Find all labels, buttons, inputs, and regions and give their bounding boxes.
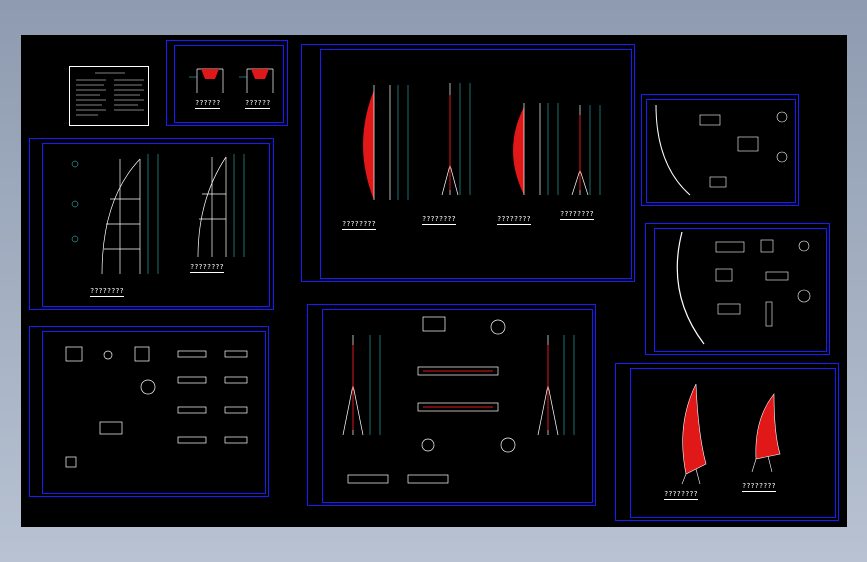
sail-3d-drawing [681,383,781,485]
center-elevation-drawing [363,83,601,200]
left-elevation-caption-a: ???????? [90,287,124,297]
left-elevation-drawing [71,154,245,275]
sail-3d-sheet[interactable]: ???????? ???????? [615,363,839,521]
drawing-canvas[interactable]: ?????? ?????? ???????? ???????? [21,35,847,527]
parts-detail-drawing [65,346,248,468]
detail-small-drawing [189,68,274,93]
right-detail-sheet-top[interactable] [641,94,799,206]
right-detail-sheet-middle[interactable] [645,223,830,355]
bottom-center-drawing [342,316,575,484]
center-elevation-sheet[interactable]: ???????? ???????? ???????? ???????? [301,44,635,282]
right-top-detail-drawing [655,104,788,196]
cover-sheet[interactable] [69,66,149,126]
sail-3d-caption-right: ???????? [742,482,776,492]
center-elevation-caption-1: ???????? [342,220,376,230]
left-elevation-caption-b: ???????? [190,263,224,273]
detail-small-caption-left: ?????? [195,99,221,109]
detail-small-caption-right: ?????? [245,99,271,109]
detail-sheet-small[interactable]: ?????? ?????? [166,40,288,126]
bottom-center-sheet[interactable] [307,304,596,506]
center-elevation-caption-4: ???????? [560,210,594,220]
center-elevation-caption-2: ???????? [422,215,456,225]
sail-3d-caption-left: ???????? [664,490,698,500]
center-elevation-caption-3: ???????? [497,215,531,225]
cover-notes-text [76,72,144,116]
parts-detail-sheet[interactable] [29,326,269,497]
right-middle-detail-drawing [676,231,811,345]
left-elevation-sheet[interactable]: ???????? ???????? [29,138,274,310]
